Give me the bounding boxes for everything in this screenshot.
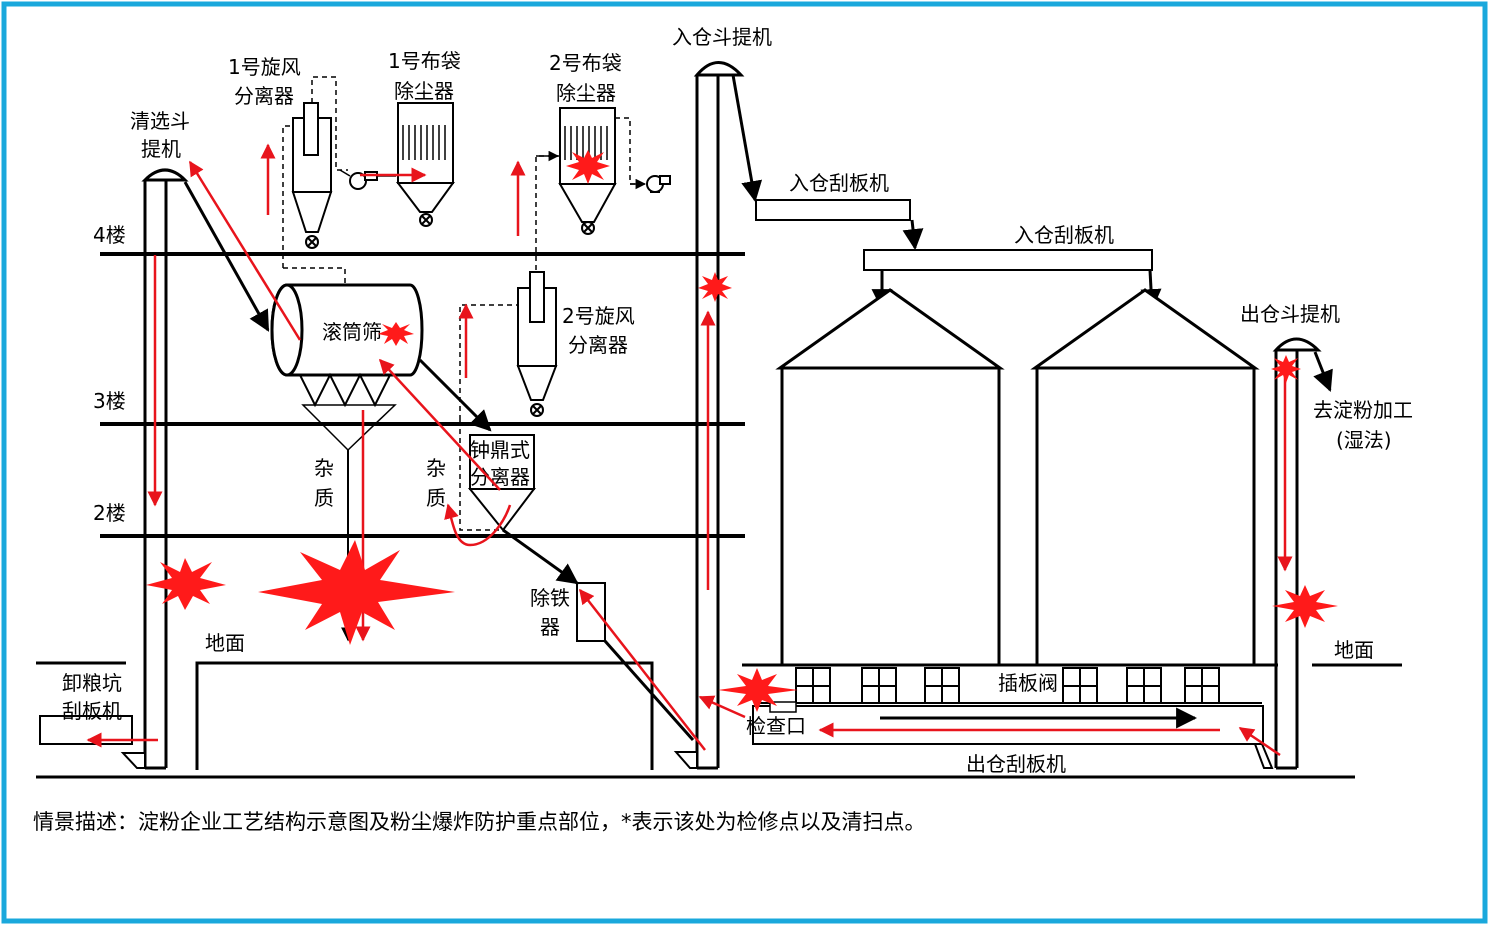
explosion-marker-inbound (698, 272, 732, 302)
floor-lines (100, 252, 745, 538)
inbound-scraper-2 (863, 249, 1153, 271)
inbound-elevator-label: 入仓斗提机 (672, 25, 772, 49)
explosion-marker-bag2 (566, 150, 610, 184)
silo-right (1030, 288, 1260, 667)
cleaning-elevator (141, 168, 189, 770)
impurity-label-1: 杂 质 (314, 456, 340, 510)
ground-label-left: 地面 (205, 631, 245, 655)
bag-filter-2-label: 2号布袋 除尘器 (549, 51, 628, 105)
iron-remover-label: 除铁 器 (530, 586, 576, 639)
floor-2-label: 2楼 (93, 501, 126, 525)
inspection-port (769, 701, 797, 713)
explosion-marker-inspection (718, 668, 798, 712)
inbound-elevator (693, 61, 745, 770)
outbound-elevator (1272, 337, 1322, 770)
drum-screen-label: 滚筒筛 (322, 320, 382, 344)
explosion-marker-drum (378, 322, 414, 346)
explosion-marker-outbound-bottom (1272, 585, 1338, 628)
gate-valves (760, 667, 1262, 704)
outbound-scraper (752, 705, 1264, 745)
ground-label-right: 地面 (1334, 638, 1374, 662)
fan-2 (646, 175, 671, 193)
inspection-port-label: 检查口 (746, 714, 806, 738)
inbound-scraper-1-label: 入仓刮板机 (789, 171, 889, 195)
floor-3-label: 3楼 (93, 389, 126, 413)
floor-4-label: 4楼 (93, 223, 126, 247)
bag-filter-1-label: 1号布袋 除尘器 (388, 49, 467, 103)
to-starch-label: 去淀粉加工 (1313, 398, 1413, 422)
caption: 情景描述：淀粉企业工艺结构示意图及粉尘爆炸防护重点部位，*表示该处为检修点以及清… (33, 810, 926, 834)
gate-valve-label: 插板阀 (998, 671, 1058, 695)
inbound-scraper-1 (755, 199, 911, 221)
outbound-scraper-label: 出仓刮板机 (966, 752, 1066, 776)
explosion-markers (146, 150, 1338, 712)
flow-arrows (86, 143, 1293, 757)
cyclone-1-label: 1号旋风 分离器 (228, 55, 307, 108)
cyclone-2 (516, 271, 558, 417)
wet-method-label: (湿法) (1336, 428, 1392, 452)
explosion-marker-left (146, 558, 226, 610)
inbound-scraper-2-label: 入仓刮板机 (1014, 223, 1114, 247)
cyclone-2-label: 2号旋风 分离器 (562, 304, 641, 357)
unload-pit-label: 卸粮坑 刮板机 (62, 671, 128, 723)
explosion-marker-outbound-top (1271, 355, 1301, 383)
bell-separator (467, 434, 537, 532)
bag-filter-2 (558, 107, 617, 235)
cyclone-1 (291, 102, 333, 249)
bag-filter-1 (395, 102, 455, 227)
explosion-marker-large (258, 540, 455, 645)
conveying-lines (183, 74, 1333, 741)
silo-left (775, 288, 1005, 667)
impurity-label-2: 杂 质 (426, 456, 452, 510)
outbound-elevator-label: 出仓斗提机 (1240, 302, 1340, 326)
cleaning-elevator-label: 清选斗 提机 (130, 109, 196, 161)
drum-screen (270, 283, 424, 452)
